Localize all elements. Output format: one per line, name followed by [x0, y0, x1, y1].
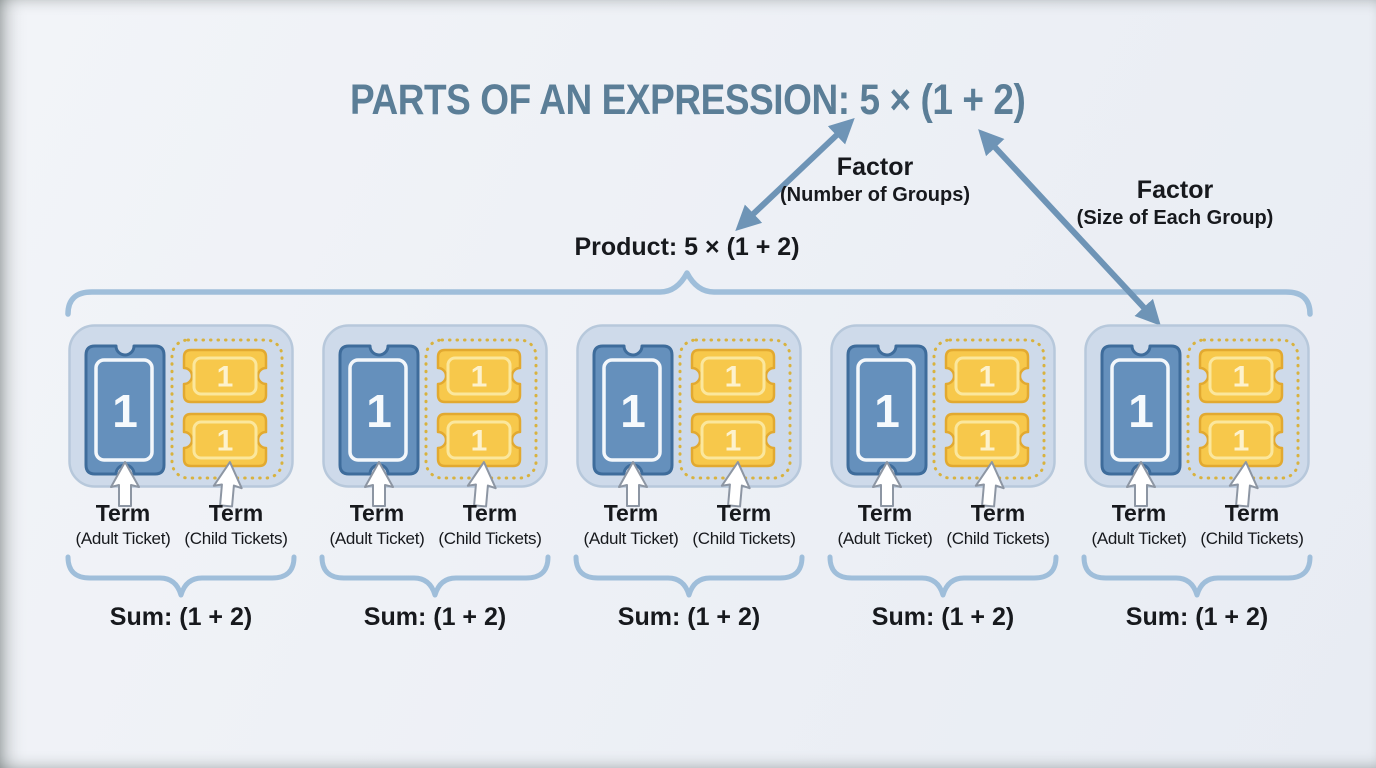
child-ticket-value: 1	[217, 425, 234, 458]
sum-label: Sum: (1 + 2)	[617, 603, 761, 631]
term-sublabel: (Child Tickets)	[692, 529, 796, 549]
term-sublabel: (Child Tickets)	[1200, 529, 1304, 549]
ticket-group: 1 1 1	[829, 323, 1057, 509]
term-sublabel: (Adult Ticket)	[583, 529, 679, 549]
product-brace	[65, 270, 1313, 317]
term-adult: Term (Adult Ticket)	[322, 500, 432, 549]
sum-brace	[827, 554, 1059, 598]
term-sublabel: (Child Tickets)	[438, 529, 542, 549]
term-sublabel: (Adult Ticket)	[329, 529, 425, 549]
term-label: Term	[970, 500, 1026, 526]
ticket-group: 1 1 1	[321, 323, 549, 509]
term-adult: Term (Adult Ticket)	[1084, 500, 1194, 549]
term-child: Term (Child Tickets)	[940, 500, 1056, 549]
term-label: Term	[603, 500, 659, 526]
sum-brace	[65, 554, 297, 598]
ticket-group: 1 1 1	[67, 323, 295, 509]
term-label: Term	[716, 500, 772, 526]
term-labels: Term (Adult Ticket) Term (Child Tickets)	[576, 500, 802, 549]
sum-brace	[573, 554, 805, 598]
term-adult: Term (Adult Ticket)	[68, 500, 178, 549]
term-sublabel: (Child Tickets)	[946, 529, 1050, 549]
term-label: Term	[462, 500, 518, 526]
ticket-group: 1 1 1	[1083, 323, 1311, 509]
term-adult: Term (Adult Ticket)	[576, 500, 686, 549]
child-ticket-value: 1	[471, 425, 488, 458]
term-label: Term	[1224, 500, 1280, 526]
term-labels: Term (Adult Ticket) Term (Child Tickets)	[322, 500, 548, 549]
term-label: Term	[1111, 500, 1167, 526]
sum-brace	[1081, 554, 1313, 598]
adult-ticket-value: 1	[112, 385, 138, 437]
term-label: Term	[95, 500, 151, 526]
term-label: Term	[857, 500, 913, 526]
term-child: Term (Child Tickets)	[686, 500, 802, 549]
product-label: Product: 5 × (1 + 2)	[574, 233, 800, 261]
child-ticket-value: 1	[979, 425, 996, 458]
page-title-text: PARTS OF AN EXPRESSION: 5 × (1 + 2)	[350, 76, 1026, 124]
child-ticket-value: 1	[979, 361, 996, 394]
ticket-group-graphic: 1 1 1	[1083, 323, 1311, 509]
term-child: Term (Child Tickets)	[178, 500, 294, 549]
adult-ticket-value: 1	[1128, 385, 1154, 437]
ticket-group-graphic: 1 1 1	[321, 323, 549, 509]
child-ticket-value: 1	[217, 361, 234, 394]
factor-size-arrow	[978, 129, 1161, 326]
term-labels: Term (Adult Ticket) Term (Child Tickets)	[1084, 500, 1310, 549]
child-ticket-value: 1	[471, 361, 488, 394]
term-sublabel: (Adult Ticket)	[1091, 529, 1187, 549]
sum-label: Sum: (1 + 2)	[871, 603, 1015, 631]
factor-size-of-group-label: Factor (Size of Each Group)	[1045, 176, 1305, 230]
sum-label: Sum: (1 + 2)	[363, 603, 507, 631]
term-labels: Term (Adult Ticket) Term (Child Tickets)	[68, 500, 294, 549]
child-ticket-value: 1	[725, 425, 742, 458]
factor-number-of-groups-label: Factor (Number of Groups)	[745, 153, 1005, 207]
term-label: Term	[349, 500, 405, 526]
sum-brace	[319, 554, 551, 598]
sum-label: Sum: (1 + 2)	[109, 603, 253, 631]
factor-label: Factor	[836, 153, 914, 181]
term-child: Term (Child Tickets)	[432, 500, 548, 549]
term-child: Term (Child Tickets)	[1194, 500, 1310, 549]
factor-sublabel: (Number of Groups)	[780, 183, 970, 206]
ticket-group-graphic: 1 1 1	[829, 323, 1057, 509]
term-sublabel: (Adult Ticket)	[75, 529, 171, 549]
adult-ticket-value: 1	[874, 385, 900, 437]
term-label: Term	[208, 500, 264, 526]
factor-groups-arrow	[735, 118, 855, 231]
ticket-group-graphic: 1 1 1	[575, 323, 803, 509]
adult-ticket-value: 1	[620, 385, 646, 437]
ticket-group-graphic: 1 1 1	[67, 323, 295, 509]
ticket-group: 1 1 1	[575, 323, 803, 509]
child-ticket-value: 1	[1233, 361, 1250, 394]
term-labels: Term (Adult Ticket) Term (Child Tickets)	[830, 500, 1056, 549]
term-adult: Term (Adult Ticket)	[830, 500, 940, 549]
factor-sublabel: (Size of Each Group)	[1076, 206, 1274, 229]
page-title: PARTS OF AN EXPRESSION: 5 × (1 + 2)	[0, 79, 1376, 122]
sum-label: Sum: (1 + 2)	[1125, 603, 1269, 631]
child-ticket-value: 1	[1233, 425, 1250, 458]
term-sublabel: (Child Tickets)	[184, 529, 288, 549]
child-ticket-value: 1	[725, 361, 742, 394]
term-sublabel: (Adult Ticket)	[837, 529, 933, 549]
factor-label: Factor	[1136, 176, 1214, 204]
adult-ticket-value: 1	[366, 385, 392, 437]
